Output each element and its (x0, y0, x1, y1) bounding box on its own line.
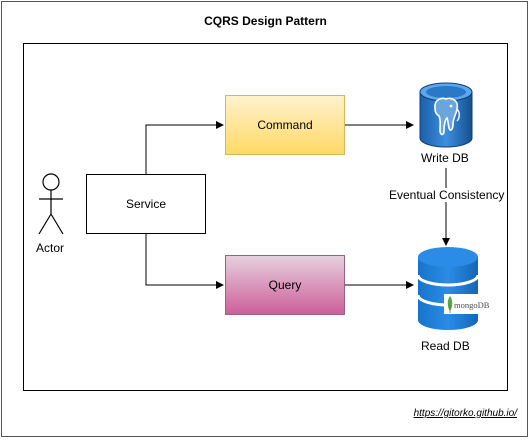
service-label: Service (125, 197, 166, 211)
service-to-query-arrow (145, 234, 224, 289)
query-label: Query (268, 278, 302, 292)
read-db-label: Read DB (421, 339, 470, 353)
actor-label: Actor (36, 241, 65, 255)
actor-icon (38, 173, 64, 235)
command-box: Command (225, 95, 345, 155)
query-box: Query (225, 255, 345, 315)
command-label: Command (257, 118, 313, 132)
diagram-title: CQRS Design Pattern (204, 14, 327, 28)
footer-link[interactable]: https://gitorko.github.io/ (413, 408, 517, 419)
mongodb-logo-text: mongoDB (454, 300, 490, 310)
service-box: Service (86, 174, 206, 234)
write-db-label: Write DB (421, 151, 469, 165)
postgresql-icon (419, 82, 473, 148)
mongodb-icon: mongoDB (416, 247, 494, 330)
service-to-command-arrow (145, 121, 224, 174)
eventual-consistency-label: Eventual Consistency (388, 188, 506, 202)
